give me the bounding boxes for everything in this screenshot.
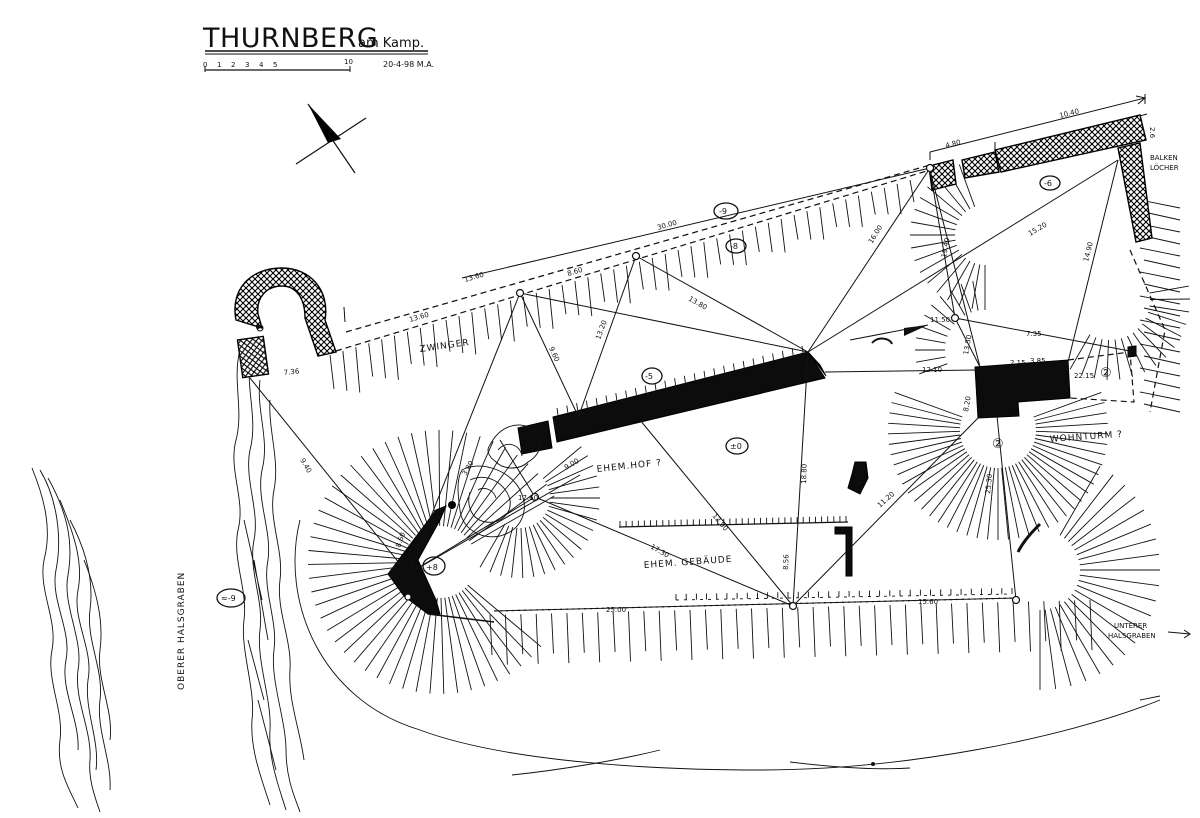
label-ehem-gebaeude: EHEM. GEBÄUDE bbox=[643, 554, 732, 571]
scale-tick-5: 5 bbox=[273, 61, 277, 69]
dim-1520: 15.20 bbox=[1027, 221, 1048, 238]
slope-hachures bbox=[307, 164, 1191, 694]
label-unterer: UNTERER bbox=[1114, 622, 1147, 630]
dim-820: 8.20 bbox=[962, 396, 973, 413]
dim-1940: 19.40 bbox=[940, 237, 951, 258]
ne-walls bbox=[928, 113, 1153, 243]
elev-minus9: -9 bbox=[719, 207, 727, 216]
elevation-markers: -9 -8 -6 -5 ±0 +8 ② ② ≈-9 bbox=[216, 175, 1112, 608]
dim-2215: 22.15 bbox=[1074, 372, 1094, 380]
dim-385: 3.85 bbox=[1030, 357, 1046, 365]
curtain-wall bbox=[517, 351, 827, 455]
elev-circle-2b: ② bbox=[992, 437, 1004, 452]
rock-base-outline bbox=[294, 519, 1161, 776]
label-oberer-halsgraben: OBERER HALSGRABEN bbox=[177, 572, 187, 690]
scale-tick-1: 1 bbox=[217, 61, 221, 69]
wohnturm-block bbox=[974, 345, 1137, 419]
plan-title-suffix: am Kamp. bbox=[358, 36, 424, 51]
label-loecher: LÖCHER bbox=[1150, 163, 1179, 172]
elev-minus5: -5 bbox=[645, 372, 653, 381]
label-ehem-hof: EHEM.HOF ? bbox=[596, 458, 662, 475]
dim-1600: 16.00 bbox=[867, 224, 884, 245]
dim-860: 8.60 bbox=[566, 266, 583, 278]
rock-mound bbox=[457, 424, 541, 538]
dim-1490: 14.90 bbox=[1082, 241, 1095, 262]
dim-1350: 13.50 bbox=[962, 334, 973, 355]
scale-tick-3: 3 bbox=[245, 61, 249, 69]
dim-1290: 12.90 bbox=[710, 512, 729, 532]
round-tower-nw bbox=[234, 267, 337, 379]
dim-735: 7.35 bbox=[1026, 330, 1042, 338]
dim-1210: 12.10 bbox=[922, 366, 942, 374]
dim-1150: 11.50 bbox=[930, 316, 950, 324]
elev-approx-minus9: ≈-9 bbox=[221, 594, 236, 603]
dim-380: 3.80 bbox=[461, 459, 476, 477]
left-slope bbox=[233, 349, 305, 813]
river-bank-lines bbox=[31, 467, 112, 813]
elev-minus6: -6 bbox=[1044, 179, 1052, 188]
dim-856: 8.56 bbox=[782, 554, 791, 570]
dimension-labels: 30.00 13.60 8.60 13.60 7.36 4.80 10.40 2… bbox=[283, 107, 1156, 614]
survey-lines bbox=[249, 94, 1191, 639]
dim-215: 2.15 bbox=[1010, 359, 1026, 367]
elev-minus8: -8 bbox=[730, 242, 738, 251]
dim-1560: 15.60 bbox=[918, 598, 938, 606]
dim-1880: 18.80 bbox=[800, 464, 809, 484]
south-perimeter bbox=[493, 593, 1017, 612]
plan-title: THURNBERG bbox=[202, 23, 378, 54]
dim-1120: 11.20 bbox=[876, 490, 896, 509]
misc-marks bbox=[256, 306, 1042, 766]
scale-tick-end: 10 bbox=[344, 58, 353, 66]
dim-2500: 25.00 bbox=[606, 606, 626, 614]
dim-480: 4.80 bbox=[945, 138, 962, 150]
elev-zero: ±0 bbox=[730, 442, 742, 451]
dim-26: 2.6 bbox=[1148, 127, 1156, 139]
label-halsgraben: HALSGRABEN bbox=[1108, 632, 1156, 640]
dim-736: 7.36 bbox=[283, 367, 300, 377]
west-bastion bbox=[387, 501, 495, 623]
date-author: 20-4-98 M.A. bbox=[383, 60, 434, 69]
elev-circle-2: ② bbox=[1100, 366, 1112, 381]
dim-1360b: 13.60 bbox=[408, 311, 429, 324]
label-balken: BALKEN bbox=[1150, 154, 1178, 162]
ehem-gebaeude-wall bbox=[556, 345, 1013, 600]
dim-1730: 17.30 bbox=[649, 543, 670, 560]
north-arrow-icon bbox=[295, 103, 367, 174]
dim-940: 9.40 bbox=[298, 457, 313, 475]
scale-tick-0: 0 bbox=[203, 61, 207, 69]
dim-2530: 25.30 bbox=[984, 473, 994, 494]
dim-1360a: 13.60 bbox=[463, 271, 484, 284]
scale-bar: 0 1 2 3 4 5 10 bbox=[203, 58, 353, 72]
survey-points bbox=[404, 163, 1021, 611]
dim-860b: 8.60 bbox=[394, 531, 407, 548]
dim-1040: 10.40 bbox=[1059, 107, 1080, 120]
dim-1760: 17.60 bbox=[518, 494, 538, 502]
zwinger-enclosure bbox=[335, 164, 1166, 413]
scale-tick-4: 4 bbox=[259, 61, 264, 69]
scale-tick-2: 2 bbox=[231, 61, 235, 69]
dim-1380: 13.80 bbox=[687, 295, 708, 312]
elev-plus8: +8 bbox=[426, 563, 438, 572]
title-block: THURNBERG am Kamp. 20-4-98 M.A. bbox=[202, 23, 434, 69]
